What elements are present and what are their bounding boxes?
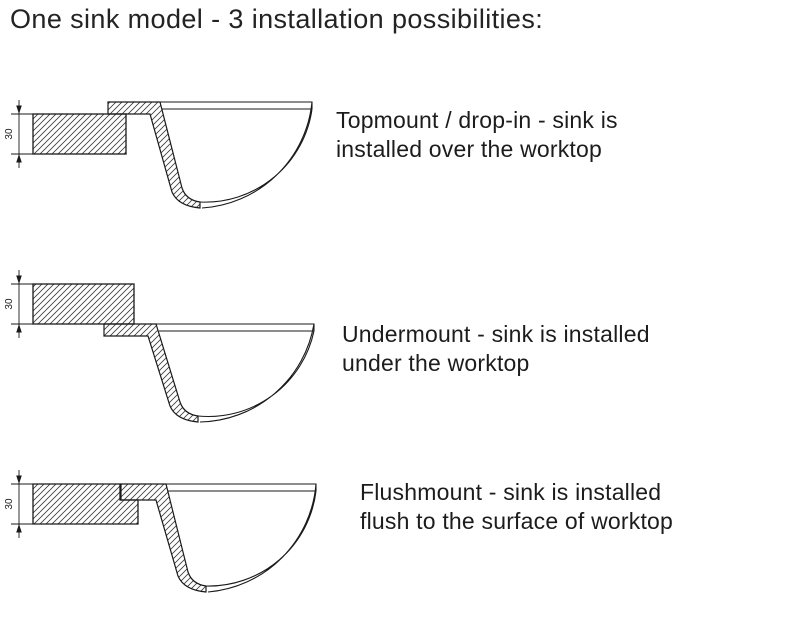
worktop-section [32,283,135,325]
caption-line: Flushmount - sink is installed [360,479,662,505]
caption-flushmount: Flushmount - sink is installed flush to … [360,478,673,536]
bowl-outline [156,323,315,423]
page-title: One sink model - 3 installation possibil… [10,4,544,34]
caption-line: flush to the surface of worktop [360,508,674,534]
caption-line: Undermount - sink is installed [342,321,650,347]
caption-line: under the worktop [342,350,530,376]
caption-line: Topmount / drop-in - sink is [336,107,618,133]
caption-topmount: Topmount / drop-in - sink is installed o… [336,106,618,164]
dimension-label: 30 [4,298,15,310]
caption-line: installed over the worktop [336,136,603,162]
caption-undermount: Undermount - sink is installed under the… [342,320,650,378]
sink-wall-section [120,483,207,593]
bowl-outline [160,101,313,209]
sink-wall-section [107,101,201,209]
undermount-diagram: 30 [4,270,315,423]
flushmount-diagram: 30 [4,470,317,593]
topmount-diagram: 30 [4,100,313,209]
worktop-section [32,113,127,155]
dimension-label: 30 [4,498,15,510]
sink-wall-section [103,323,199,423]
dimension-label: 30 [4,128,15,140]
bowl-outline [166,483,317,593]
